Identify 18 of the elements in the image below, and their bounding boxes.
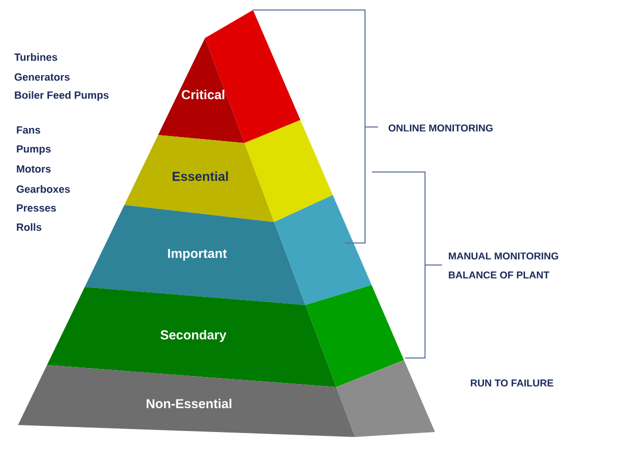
equipment-label: Generators bbox=[14, 73, 70, 81]
equipment-label: Boiler Feed Pumps bbox=[14, 91, 109, 101]
pyramid-band: Secondary bbox=[47, 285, 404, 387]
equipment-label: Motors bbox=[16, 165, 51, 173]
monitoring-label: MANUAL MONITORING bbox=[448, 252, 558, 260]
pyramid-band: Essential bbox=[124, 120, 333, 222]
pyramid-band: Important bbox=[84, 195, 372, 305]
monitoring-label: ONLINE MONITORING bbox=[388, 124, 493, 132]
equipment-label: Rolls bbox=[16, 223, 42, 231]
pyramid-band: Non-Essential bbox=[18, 360, 435, 437]
failure-label: RUN TO FAILURE bbox=[470, 379, 554, 387]
equipment-label: Fans bbox=[16, 126, 40, 134]
pyramid-band: Critical bbox=[158, 10, 300, 143]
monitoring-label: BALANCE OF PLANT bbox=[448, 271, 550, 279]
equipment-label: Presses bbox=[16, 204, 56, 212]
equipment-label: Pumps bbox=[16, 145, 51, 155]
equipment-label: Turbines bbox=[14, 53, 58, 61]
equipment-label: Gearboxes bbox=[16, 185, 70, 193]
